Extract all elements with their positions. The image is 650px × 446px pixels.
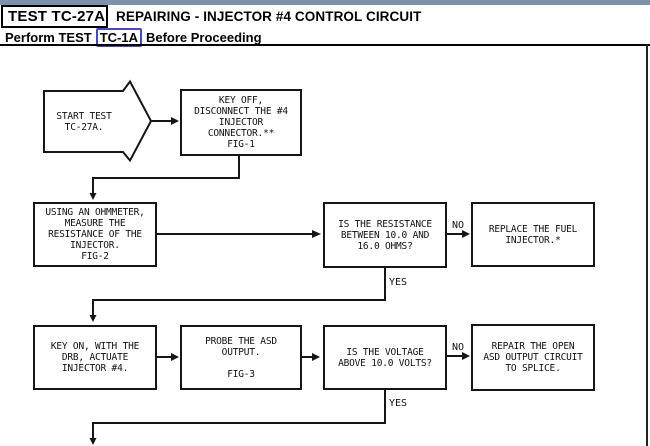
- subtitle-suffix: Before Proceeding: [145, 29, 262, 45]
- page-title: REPAIRING - INJECTOR #4 CONTROL CIRCUIT: [116, 9, 422, 24]
- page-right-border: [646, 44, 648, 446]
- flow-node-ohmmeter: USING AN OHMMETER, MEASURE THE RESISTANC…: [33, 202, 157, 267]
- edge-label-no-voltage: NO: [452, 342, 465, 353]
- edge-label-yes-voltage: YES: [389, 398, 408, 409]
- test-id-label: TEST TC-27A: [8, 8, 106, 25]
- edge-label-yes-resistance: YES: [389, 277, 408, 288]
- subtitle: Perform TEST TC-1A Before Proceeding: [3, 27, 264, 47]
- flow-node-key-on: KEY ON, WITH THE DRB, ACTUATE INJECTOR #…: [33, 325, 157, 390]
- flow-node-voltage-check: IS THE VOLTAGE ABOVE 10.0 VOLTS?: [323, 325, 447, 390]
- subtitle-prefix: Perform TEST: [5, 29, 92, 45]
- flow-node-replace-injector: REPLACE THE FUEL INJECTOR.*: [471, 202, 595, 267]
- flow-node-repair-asd: REPAIR THE OPEN ASD OUTPUT CIRCUIT TO SP…: [471, 324, 595, 391]
- header-divider: [0, 44, 650, 46]
- window-top-bar: [0, 0, 650, 5]
- flow-node-start: START TEST TC-27A.: [56, 110, 112, 133]
- flow-node-resistance-check: IS THE RESISTANCE BETWEEN 10.0 AND 16.0 …: [323, 202, 447, 268]
- test-id-box: TEST TC-27A: [1, 5, 108, 28]
- edge-label-no-resistance: NO: [452, 220, 465, 231]
- flow-node-key-off: KEY OFF, DISCONNECT THE #4 INJECTOR CONN…: [180, 89, 302, 156]
- flow-node-probe-asd: PROBE THE ASD OUTPUT. FIG-3: [180, 325, 302, 390]
